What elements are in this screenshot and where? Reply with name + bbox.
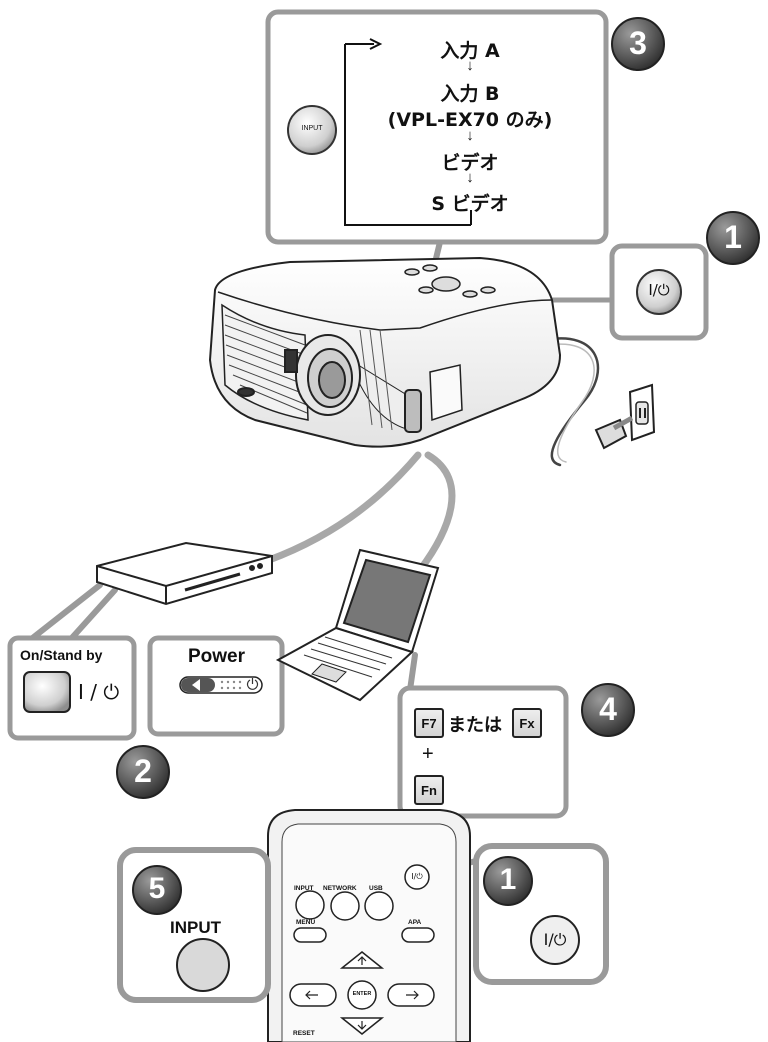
- right-slats: [359, 329, 393, 431]
- line-vcr-callout: [27, 582, 103, 643]
- input-callout-label: INPUT: [170, 918, 221, 937]
- badge-1-top-number: 1: [724, 219, 742, 255]
- laptop-base: [275, 626, 414, 702]
- key-fn: Fn: [414, 775, 444, 805]
- sequence-arrow-3: ↓: [466, 169, 474, 186]
- badge-2: [116, 745, 170, 799]
- vcr-power-button: [23, 671, 71, 713]
- badge-3-number: 3: [629, 25, 647, 61]
- key-f7: F7: [414, 708, 444, 738]
- remote-reset-label: RESET: [293, 1030, 315, 1037]
- video-cable: [251, 451, 422, 569]
- vcr-power-label: On/Stand by: [20, 647, 103, 663]
- laptop-keys: [303, 636, 393, 678]
- video-player: [96, 541, 273, 606]
- power-cord-shadow: [547, 343, 595, 463]
- step-badges: [116, 17, 760, 915]
- sequence-step-input-b: 入力 B: [440, 83, 500, 105]
- remote-control: [267, 809, 471, 1042]
- badge-5-number: 5: [148, 872, 166, 905]
- remote-enter-btn: [347, 980, 377, 1010]
- power-round-button: [636, 269, 682, 315]
- laptop-touchpad: [311, 663, 347, 683]
- remote-power-callout-button: [530, 915, 580, 965]
- line-vcr-callout-2: [67, 587, 118, 643]
- remote-input-btn: [295, 890, 325, 920]
- power-symbol-top: I/⏻: [648, 281, 670, 299]
- laptop: [275, 548, 440, 702]
- sequence-arrow-2: ↓: [466, 127, 474, 144]
- remote-power-btn: [404, 864, 430, 890]
- remote-menu-label: MENU: [296, 919, 316, 926]
- projector: [208, 256, 562, 448]
- projector-lens-glass: [318, 361, 346, 399]
- remote-usb-label: USB: [369, 885, 383, 892]
- laptop-power-slider: [179, 676, 263, 694]
- power-cord: [543, 337, 600, 467]
- line-kbd-callout: [407, 652, 418, 693]
- plug-arrow: [612, 415, 634, 431]
- sequence-step-input-a: 入力 A: [440, 40, 500, 62]
- sequence-loop-line: [344, 44, 471, 226]
- key-plus: +: [422, 743, 434, 765]
- remote-network-label: NETWORK: [323, 885, 357, 892]
- projector-knob: [404, 389, 422, 433]
- sequence-loop-arrowhead: [369, 38, 383, 50]
- badge-5: [132, 865, 182, 915]
- projector-side-panel: [429, 364, 463, 422]
- key-or-text: または: [448, 715, 502, 736]
- cables: [251, 337, 600, 574]
- projector-foot: [237, 387, 255, 397]
- laptop-power-label: Power: [188, 646, 246, 667]
- projector-control-panel: [404, 264, 496, 298]
- sequence-step-note: (VPL-EX70 のみ): [387, 109, 553, 131]
- remote-menu-btn: [293, 927, 327, 943]
- badge-1-bottom: [483, 856, 533, 906]
- sequence-arrow-1: ↓: [466, 57, 474, 74]
- badge-1-top: [706, 211, 760, 265]
- badge-2-number: 2: [134, 753, 152, 789]
- remote-power-callout-symbol: I/⏻: [543, 930, 567, 949]
- vcr-power-symbol: I / ⏻: [78, 680, 120, 704]
- wall-outlet: [594, 383, 656, 450]
- pc-cable: [416, 451, 456, 574]
- input-round-button: [287, 105, 337, 155]
- input-callout-button: [176, 938, 230, 992]
- projector-sensor: [284, 349, 298, 373]
- badge-4-number: 4: [599, 691, 617, 727]
- badge-4: [581, 683, 635, 737]
- remote-enter-label: ENTER: [352, 991, 372, 997]
- remote-network-btn: [330, 891, 360, 921]
- remote-apa-label: APA: [408, 919, 422, 926]
- input-sequence-panel: [265, 9, 609, 245]
- badge-1-bottom-number: 1: [499, 863, 517, 896]
- badge-3: [611, 17, 665, 71]
- remote-usb-btn: [364, 891, 394, 921]
- sequence-step-video: ビデオ: [441, 152, 499, 174]
- remote-power-symbol: I/⏻: [411, 872, 423, 881]
- key-fx: Fx: [512, 708, 542, 738]
- input-button-label: INPUT: [301, 125, 323, 132]
- remote-input-label: INPUT: [294, 885, 314, 892]
- sequence-step-s-video: S ビデオ: [431, 193, 509, 215]
- remote-apa-btn: [401, 927, 435, 943]
